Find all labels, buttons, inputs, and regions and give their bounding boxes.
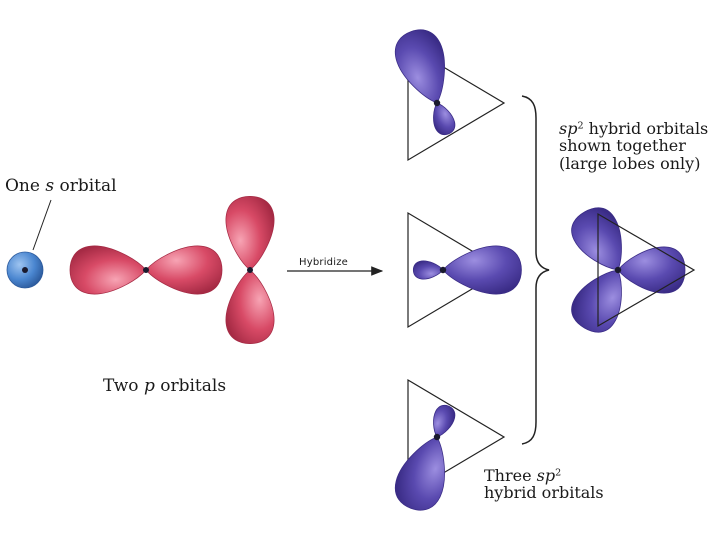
together-italic: sp [559, 119, 578, 138]
together-line1-suffix: hybrid orbitals [583, 119, 709, 138]
nucleus-dot [439, 266, 447, 274]
sp2-orbitals-combined [564, 199, 696, 341]
three-sp2-label: Three sp2 hybrid orbitals [484, 467, 604, 502]
trigonal-triangle [407, 211, 506, 329]
together-line-1: sp2 hybrid orbitals [559, 120, 708, 137]
three-line-1: Three sp2 [484, 467, 604, 484]
p-label-suffix: orbitals [154, 376, 227, 396]
trigonal-triangle [597, 212, 696, 328]
three-prefix: Three [484, 466, 537, 485]
three-italic: sp [536, 466, 556, 485]
p-orbitals-label: Two p orbitals [103, 377, 226, 395]
trigonal-triangle [407, 44, 506, 162]
p-orbital-vertical [225, 195, 275, 345]
s-orbital [6, 251, 44, 289]
p-label-prefix: Two [103, 376, 144, 396]
s-label-prefix: One [5, 176, 46, 196]
three-line-2: hybrid orbitals [484, 483, 604, 503]
trigonal-triangle [407, 378, 506, 496]
curly-brace [521, 95, 550, 445]
nucleus-dot [614, 266, 622, 274]
sp2-orbital-3 [388, 378, 506, 517]
together-line-2: shown together [559, 136, 686, 156]
nucleus-dot [247, 267, 253, 273]
p-orbital-horizontal [69, 245, 223, 295]
three-superscript: 2 [555, 467, 562, 479]
together-superscript: 2 [577, 120, 584, 132]
s-label-suffix: orbital [54, 176, 117, 196]
hybridize-label: Hybridize [299, 257, 349, 268]
nucleus-dot [433, 99, 441, 107]
together-line-3: (large lobes only) [559, 153, 701, 173]
p-label-italic: p [143, 376, 155, 396]
s-label-italic: s [45, 176, 55, 196]
nucleus-dot [143, 267, 149, 273]
nucleus-dot [433, 433, 441, 441]
sp2-together-label: sp2 hybrid orbitals shown together (larg… [559, 120, 708, 172]
sp2-orbital-1 [388, 23, 506, 162]
sp2-orbital-2 [407, 211, 522, 329]
s-orbital-label: One s orbital [5, 177, 117, 195]
s-label-leader-line [32, 199, 52, 251]
nucleus-dot [22, 267, 28, 273]
